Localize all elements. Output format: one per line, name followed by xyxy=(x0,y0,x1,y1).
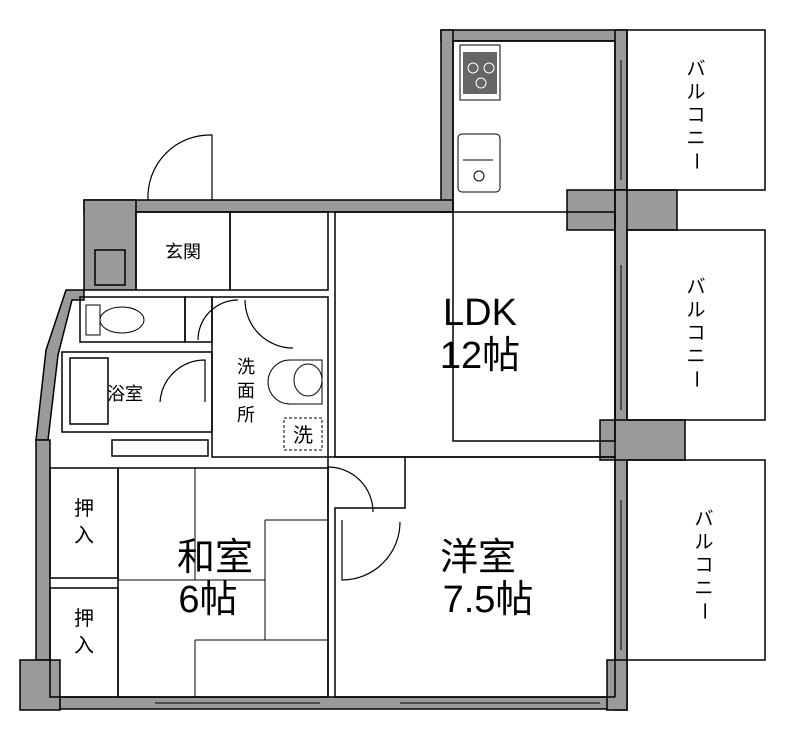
balcony2-label: バ ル コ ニ ー xyxy=(685,277,706,389)
svg-text:押: 押 xyxy=(74,497,94,520)
svg-text:洗: 洗 xyxy=(237,357,255,377)
svg-text:面: 面 xyxy=(237,381,255,401)
svg-text:入: 入 xyxy=(74,635,94,657)
closet1-label: 押 入 xyxy=(74,497,94,547)
washitsu-name-label: 和室 xyxy=(177,537,253,579)
svg-text:ニ: ニ xyxy=(686,346,705,367)
walls xyxy=(19,29,686,711)
svg-text:バ: バ xyxy=(686,277,705,298)
svg-text:ル: ル xyxy=(686,82,705,103)
yoshitsu-size-label: 7.5帖 xyxy=(443,579,534,621)
toilet-icon xyxy=(85,304,145,336)
ldk-size-label: 12帖 xyxy=(440,335,520,377)
svg-text:コ: コ xyxy=(686,323,705,344)
svg-text:押: 押 xyxy=(74,607,94,630)
svg-text:入: 入 xyxy=(74,525,94,547)
svg-text:コ: コ xyxy=(694,555,713,576)
interior-walls xyxy=(49,29,766,704)
svg-text:ー: ー xyxy=(685,151,706,170)
washbasin-icon xyxy=(267,359,323,405)
svg-text:バ: バ xyxy=(686,59,705,80)
entrance-label: 玄関 xyxy=(165,242,201,262)
kitchen-sink-icon xyxy=(457,133,501,193)
doors xyxy=(147,134,401,581)
labels: 玄関 浴室 洗 面 所 洗 LDK 12帖 和室 6帖 洋室 7.5帖 押 入 … xyxy=(74,59,714,657)
svg-text:バ: バ xyxy=(694,509,713,530)
svg-text:ル: ル xyxy=(686,300,705,321)
balcony3-label: バ ル コ ニ ー xyxy=(693,509,714,621)
svg-text:ー: ー xyxy=(685,369,706,388)
ldk-name-label: LDK xyxy=(443,292,517,334)
svg-text:ル: ル xyxy=(694,532,713,553)
washroom-label: 洗 面 所 xyxy=(237,357,255,425)
closet2-label: 押 入 xyxy=(74,607,94,657)
svg-text:コ: コ xyxy=(686,105,705,126)
washer-label: 洗 xyxy=(293,424,313,447)
bath-label: 浴室 xyxy=(107,384,143,404)
svg-text:ニ: ニ xyxy=(694,578,713,599)
svg-text:ニ: ニ xyxy=(686,128,705,149)
washitsu-size-label: 6帖 xyxy=(178,579,237,621)
svg-text:ー: ー xyxy=(693,601,714,620)
svg-text:所: 所 xyxy=(237,405,255,425)
yoshitsu-name-label: 洋室 xyxy=(440,537,516,579)
balcony1-label: バ ル コ ニ ー xyxy=(685,59,706,171)
kitchen-stove-icon xyxy=(459,44,501,101)
